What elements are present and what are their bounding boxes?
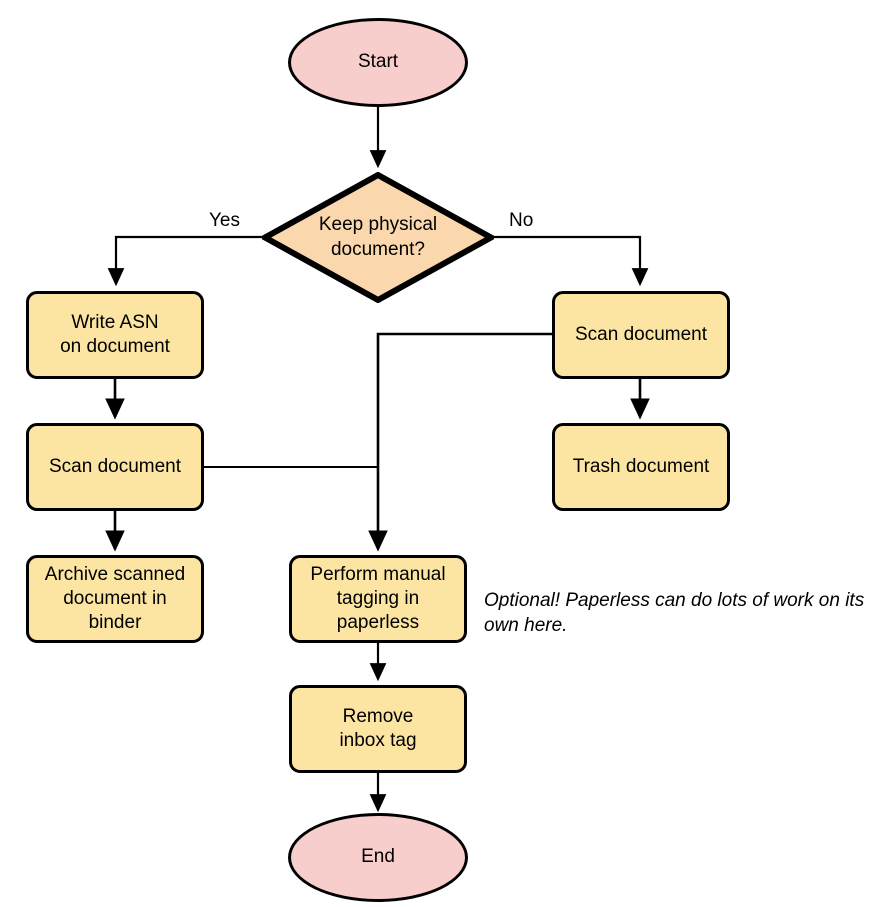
edge-label-yes: Yes bbox=[209, 210, 240, 231]
node-start[interactable]: Start bbox=[288, 18, 468, 107]
edge-decision-yes-to-write-asn bbox=[107, 235, 262, 287]
node-scan-document-left-label: Scan document bbox=[48, 455, 182, 477]
node-perform-manual-tagging-in-paperless-label: Perform manual tagging in paperless bbox=[310, 563, 446, 634]
edge-decision-no-to-scan-right bbox=[494, 235, 649, 287]
node-archive-scanned-document-in-binder-label: Archive scanned document in binder bbox=[44, 563, 186, 634]
node-trash-document-label: Trash document bbox=[572, 455, 710, 477]
edge-scan-right-to-manual-tagging bbox=[368, 332, 552, 552]
node-perform-manual-tagging-in-paperless[interactable]: Perform manual tagging in paperless bbox=[289, 555, 467, 643]
node-end-label: End bbox=[361, 846, 395, 868]
node-keep-physical-document[interactable]: Keep physical document? bbox=[262, 172, 494, 303]
edge-label-no: No bbox=[509, 210, 534, 231]
diamond-shape bbox=[262, 172, 494, 303]
node-write-asn-on-document[interactable]: Write ASN on document bbox=[26, 291, 204, 379]
node-trash-document[interactable]: Trash document bbox=[552, 423, 730, 511]
node-end[interactable]: End bbox=[288, 813, 468, 902]
note-optional-paperless: Optional! Paperless can do lots of work … bbox=[484, 590, 865, 636]
node-archive-scanned-document-in-binder[interactable]: Archive scanned document in binder bbox=[26, 555, 204, 643]
node-scan-document-right[interactable]: Scan document bbox=[552, 291, 730, 379]
node-remove-inbox-tag[interactable]: Remove inbox tag bbox=[289, 685, 467, 773]
node-scan-document-left[interactable]: Scan document bbox=[26, 423, 204, 511]
node-remove-inbox-tag-label: Remove inbox tag bbox=[339, 705, 417, 751]
node-write-asn-on-document-label: Write ASN on document bbox=[60, 311, 170, 357]
node-keep-physical-document-label: Keep physical document? bbox=[318, 214, 438, 260]
node-scan-document-right-label: Scan document bbox=[574, 323, 708, 345]
node-start-label: Start bbox=[357, 51, 399, 73]
